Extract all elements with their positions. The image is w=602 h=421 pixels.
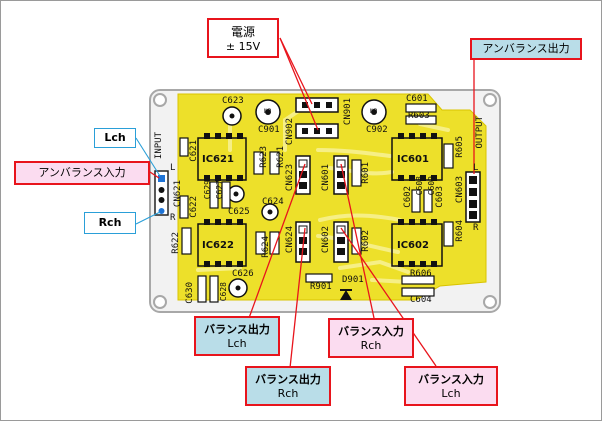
- cn603-connector: [465, 171, 481, 223]
- ic621-label: IC621: [202, 154, 234, 165]
- c601-label: C601: [406, 94, 428, 104]
- callout-balanced-in-lch-title: バランス入力: [418, 373, 484, 386]
- c630-label: C630: [185, 282, 195, 304]
- callout-unbalanced-out: アンバランス出力: [470, 38, 582, 60]
- c621-label: C621: [189, 140, 199, 162]
- c901-capacitor: [255, 99, 281, 125]
- ic622-outline: [197, 219, 247, 267]
- r624-label: R624: [261, 236, 271, 258]
- c622-label: C622: [189, 196, 199, 218]
- r605-label: R605: [455, 136, 465, 158]
- c624-capacitor: [261, 203, 279, 221]
- c901-label: C901: [258, 125, 280, 135]
- cn601-connector: [333, 155, 349, 195]
- callout-balanced-out-lch: バランス出力 Lch: [194, 316, 280, 356]
- callout-power-title: 電源: [230, 25, 255, 39]
- callout-rch: Rch: [84, 212, 136, 234]
- output-label: OUTPUT: [475, 116, 485, 149]
- cn902-label: CN902: [285, 118, 295, 146]
- output-r-label: R: [473, 223, 479, 233]
- c626-label: C626: [232, 269, 254, 279]
- d901-diode: [340, 289, 352, 300]
- c623-capacitor: [222, 106, 242, 126]
- c902-capacitor: [361, 99, 387, 125]
- mounting-hole: [153, 93, 167, 107]
- leader-lines-blue: [135, 137, 161, 225]
- callout-lch: Lch: [94, 128, 136, 148]
- leader-lines: [149, 37, 475, 369]
- mounting-hole: [483, 93, 497, 107]
- callout-balanced-out-rch-value: Rch: [277, 387, 299, 400]
- input-l-label: L: [170, 163, 176, 173]
- cn623-connector: [295, 155, 311, 195]
- c902-label: C902: [366, 125, 388, 135]
- callout-balanced-out-lch-value: Lch: [227, 337, 247, 350]
- cn603-label: CN603: [455, 176, 465, 204]
- c625-label: C625: [228, 207, 250, 217]
- callout-lch-title: Lch: [104, 131, 126, 144]
- cn621-label: CN621: [173, 180, 183, 208]
- c604-label: C604: [410, 295, 432, 305]
- cn623-label: CN623: [285, 164, 295, 192]
- np-label: NP: [264, 108, 272, 115]
- ic622-label: IC622: [202, 240, 234, 251]
- cn624-label: CN624: [285, 226, 295, 254]
- callout-unbalanced-in: アンバランス入力: [14, 161, 150, 185]
- callout-balanced-out-rch: バランス出力 Rch: [245, 366, 331, 406]
- r606-label: R606: [410, 269, 432, 279]
- r621-label: R621: [276, 146, 286, 168]
- cn602-label: CN602: [321, 226, 331, 254]
- r604-label: R604: [455, 220, 465, 242]
- callout-balanced-in-rch: バランス入力 Rch: [328, 318, 414, 358]
- callout-power-value: ± 15V: [225, 40, 261, 53]
- callout-balanced-in-rch-value: Rch: [360, 339, 382, 352]
- mounting-hole: [483, 295, 497, 309]
- callout-balanced-in-lch: バランス入力 Lch: [404, 366, 498, 406]
- r622-label: R622: [171, 232, 181, 254]
- input-r-label: R: [170, 213, 176, 223]
- callout-unbalanced-in-title: アンバランス入力: [38, 166, 126, 179]
- c602-label: C602: [403, 186, 413, 208]
- d901-label: D901: [342, 275, 364, 285]
- callout-unbalanced-out-title: アンバランス出力: [482, 42, 570, 55]
- cn601-label: CN601: [321, 164, 331, 192]
- r623-label: R623: [259, 146, 269, 168]
- cn621-pin-l: [158, 175, 165, 182]
- callout-power: 電源 ± 15V: [207, 18, 279, 58]
- cn621-pin: [158, 187, 165, 193]
- callout-balanced-out-rch-title: バランス出力: [255, 373, 321, 386]
- c626-capacitor: [228, 278, 248, 298]
- c627-label: C627: [215, 180, 224, 200]
- input-label: INPUT: [154, 132, 164, 160]
- callout-rch-title: Rch: [98, 216, 122, 229]
- c624-label: C624: [262, 197, 284, 207]
- callout-balanced-out-lch-title: バランス出力: [204, 323, 270, 336]
- c608-label: C608: [415, 176, 424, 196]
- ic601-label: IC601: [397, 154, 429, 165]
- callout-balanced-in-lch-value: Lch: [441, 387, 461, 400]
- r601-label: R601: [361, 162, 371, 184]
- np-label: NP: [370, 108, 378, 115]
- c628-label: C628: [219, 282, 228, 302]
- mounting-hole: [153, 295, 167, 309]
- ic602-label: IC602: [397, 240, 429, 251]
- c629-label: C629: [203, 180, 212, 200]
- c603-label: C603: [435, 186, 445, 208]
- r603-label: R603: [408, 111, 430, 121]
- cn621-pin: [158, 197, 165, 203]
- passive-parts: [179, 103, 454, 303]
- ic602-outline: [391, 219, 443, 267]
- callout-balanced-in-rch-title: バランス入力: [338, 325, 404, 338]
- c609-label: C609: [427, 176, 436, 196]
- output-l-label: L: [473, 163, 479, 173]
- c623-label: C623: [222, 96, 244, 106]
- r901-label: R901: [310, 282, 332, 292]
- cn901-label: CN901: [343, 98, 353, 126]
- r602-label: R602: [361, 230, 371, 252]
- ic621-outline: [197, 133, 247, 181]
- ic601-outline: [391, 133, 443, 181]
- cn621-pin-r: [158, 208, 165, 214]
